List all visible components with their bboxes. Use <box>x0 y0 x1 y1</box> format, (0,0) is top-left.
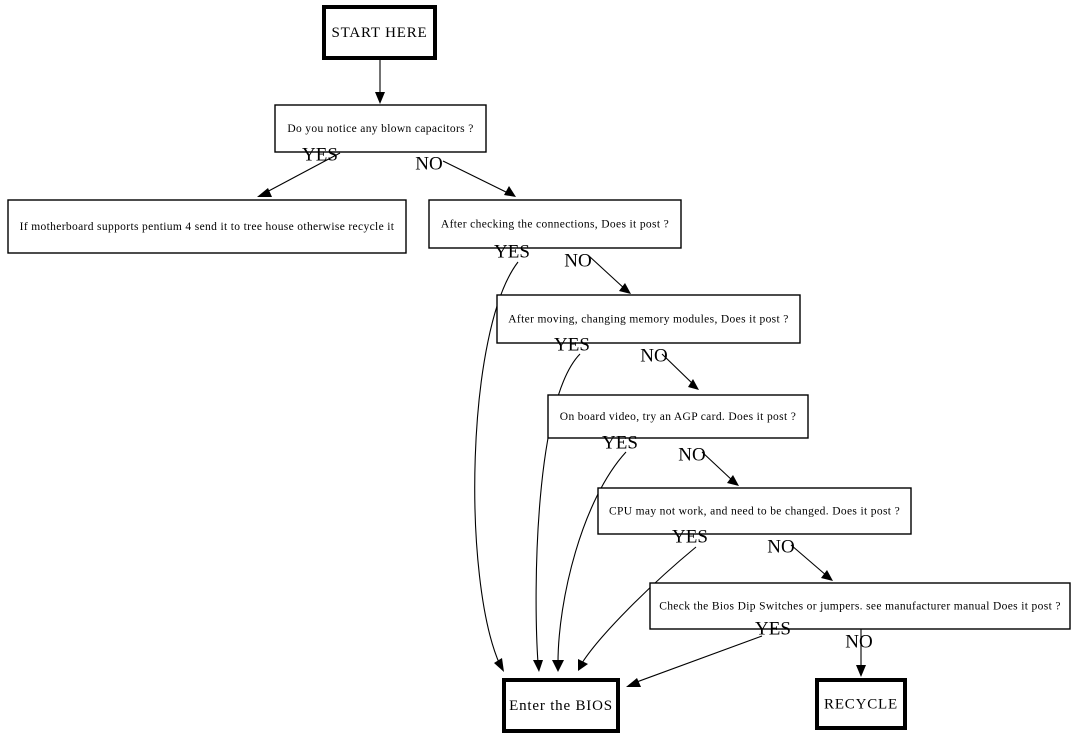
node-label-start: START HERE <box>331 25 427 41</box>
node-start[interactable]: START HERE <box>322 5 437 60</box>
edge-dip-to-bios <box>633 635 763 684</box>
node-caps[interactable]: Do you notice any blown capacitors ? <box>274 104 487 153</box>
edge-caps-to-conn <box>442 160 511 195</box>
node-label-memory: After moving, changing memory modules, D… <box>508 314 788 326</box>
edge-cpu-to-bios <box>581 546 697 664</box>
edge-label-yes-memory: YES <box>554 334 590 355</box>
edge-label-no-cpu: NO <box>767 536 794 557</box>
edge-label-no-dip: NO <box>845 631 872 652</box>
arrowhead-caps-to-conn <box>504 186 516 197</box>
node-dip[interactable]: Check the Bios Dip Switches or jumpers. … <box>649 582 1071 630</box>
edge-label-yes-conn: YES <box>494 241 530 262</box>
node-box-start <box>322 5 437 60</box>
edge-label-no-memory: NO <box>640 345 667 366</box>
node-box-pentium <box>7 199 407 254</box>
arrowhead-video-to-bios <box>552 660 564 672</box>
node-label-dip: Check the Bios Dip Switches or jumpers. … <box>659 601 1061 613</box>
node-label-conn: After checking the connections, Does it … <box>441 219 669 231</box>
edge-caps-to-pentium <box>262 152 341 195</box>
node-label-caps: Do you notice any blown capacitors ? <box>287 123 473 135</box>
arrowhead-cpu-to-bios <box>578 659 588 671</box>
edge-video-to-bios <box>557 451 627 664</box>
edge-label-yes-dip: YES <box>755 618 791 639</box>
edge-cpu-to-dip <box>790 544 828 577</box>
node-pentium[interactable]: If motherboard supports pentium 4 send i… <box>7 199 407 254</box>
arrowhead-memory-to-video <box>688 379 699 390</box>
node-memory[interactable]: After moving, changing memory modules, D… <box>496 294 801 344</box>
arrowhead-dip-to-bios <box>626 678 641 687</box>
arrowhead-video-to-cpu <box>727 475 739 486</box>
arrowhead-caps-to-pentium <box>257 188 272 197</box>
node-box-recycle <box>815 678 907 730</box>
node-box-video <box>547 394 809 439</box>
node-box-dip <box>649 582 1071 630</box>
edge-memory-to-video2 <box>535 353 581 664</box>
arrowhead-dip-to-recycle <box>856 665 866 677</box>
node-label-cpu: CPU may not work, and need to be changed… <box>609 506 900 518</box>
edge-video-to-cpu <box>701 451 734 482</box>
edge-memory-to-video <box>661 353 695 386</box>
node-box-cpu <box>597 487 912 535</box>
node-bios[interactable]: Enter the BIOS <box>502 678 620 733</box>
node-conn[interactable]: After checking the connections, Does it … <box>428 199 682 249</box>
node-box-bios <box>502 678 620 733</box>
node-label-video: On board video, try an AGP card. Does it… <box>560 411 796 423</box>
arrowhead-start-to-caps <box>375 92 385 104</box>
nodes-layer: START HERE Do you notice any blown capaci… <box>7 5 1071 733</box>
edge-label-yes-cpu: YES <box>672 526 708 547</box>
arrowhead-memory-to-video2 <box>533 660 543 672</box>
node-cpu[interactable]: CPU may not work, and need to be changed… <box>597 487 912 535</box>
edge-label-no-caps: NO <box>415 153 442 174</box>
arrowhead-cpu-to-dip <box>821 570 833 581</box>
node-label-bios: Enter the BIOS <box>509 698 613 714</box>
edge-label-no-conn: NO <box>564 250 591 271</box>
node-box-caps <box>274 104 487 153</box>
edge-labels-layer: YES NO NO YES NO YES NO YES NO YES YES NO <box>302 144 873 652</box>
edge-label-no-video: NO <box>678 444 705 465</box>
node-recycle[interactable]: RECYCLE <box>815 678 907 730</box>
arrowhead-conn-to-bios <box>494 658 504 672</box>
node-box-memory <box>496 294 801 344</box>
edges-layer <box>257 58 866 687</box>
node-label-pentium: If motherboard supports pentium 4 send i… <box>20 221 395 233</box>
edge-label-yes-video: YES <box>602 432 638 453</box>
node-video[interactable]: On board video, try an AGP card. Does it… <box>547 394 809 439</box>
arrowhead-conn-to-memory <box>619 283 631 294</box>
edge-conn-to-memory <box>588 255 627 291</box>
node-label-recycle: RECYCLE <box>824 696 898 712</box>
node-box-conn <box>428 199 682 249</box>
edge-label-yes-caps: YES <box>302 144 338 165</box>
